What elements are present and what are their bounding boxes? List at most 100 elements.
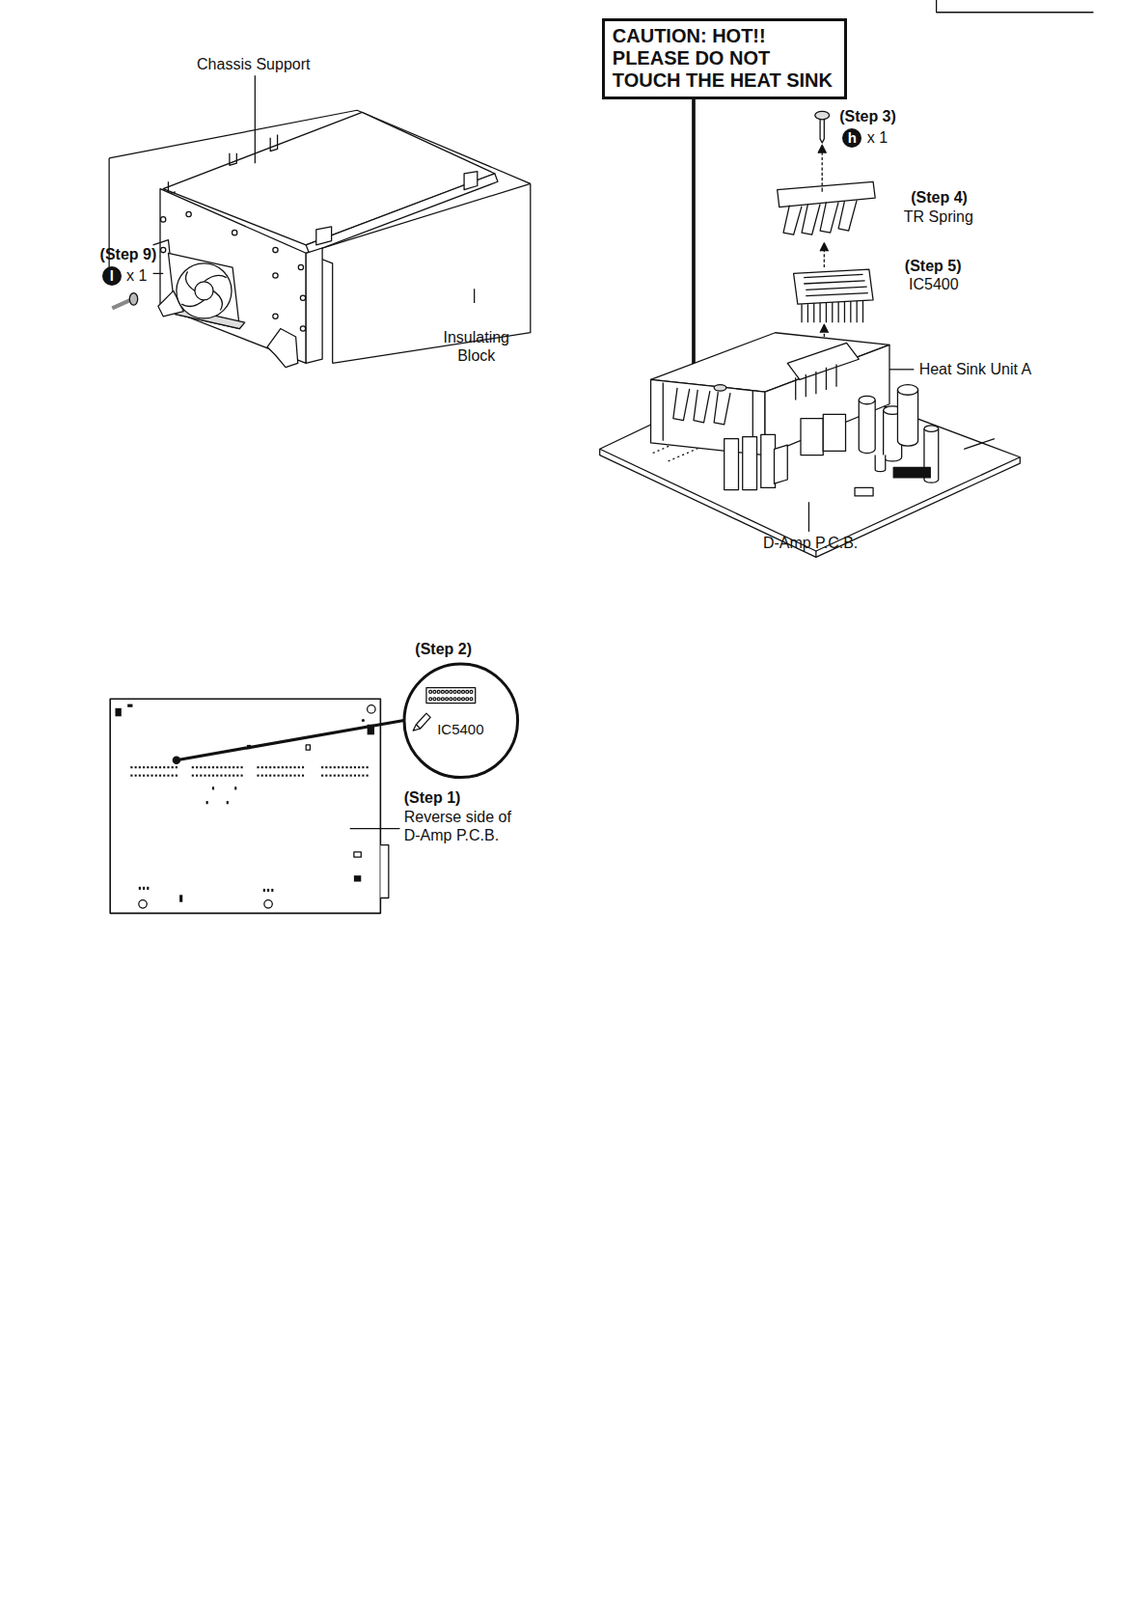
pcb-reverse-part-part bbox=[203, 765, 206, 768]
screw-symbol: l bbox=[102, 266, 122, 286]
pcb-reverse-part-part bbox=[199, 774, 202, 777]
pcb-reverse bbox=[109, 698, 405, 913]
chassis-illustration-part bbox=[167, 252, 240, 329]
pcb-reverse-part-part bbox=[191, 774, 194, 777]
screw-step3 bbox=[815, 110, 830, 186]
ic5400-part bbox=[793, 269, 874, 304]
pcb-reverse-part-part bbox=[256, 765, 259, 768]
ic5400-pin-icon-part-part bbox=[457, 697, 461, 701]
pcb-reverse-part-part bbox=[163, 765, 165, 768]
pcb-reverse-part-part bbox=[269, 774, 272, 777]
chassis-illustration-part-part bbox=[300, 295, 305, 301]
pcb-reverse-part-part bbox=[212, 765, 215, 768]
pcb-reverse-part-part bbox=[361, 774, 364, 777]
quantity: x 1 bbox=[867, 128, 888, 147]
pcb-reverse-part-part bbox=[271, 888, 274, 892]
pcb-reverse-part-part bbox=[357, 765, 360, 768]
step-label: (Step 9) bbox=[100, 245, 158, 264]
tr-spring-part bbox=[801, 204, 821, 236]
pcb-reverse-part-part bbox=[146, 765, 149, 768]
tr-spring-part bbox=[783, 205, 802, 236]
pcb-reverse-part-part bbox=[325, 765, 328, 768]
pcb-reverse-part-part bbox=[219, 774, 222, 777]
pcb-reverse-part bbox=[350, 827, 401, 829]
pcb-reverse-part-part bbox=[361, 765, 364, 768]
d-amp-board-part bbox=[858, 400, 875, 454]
d-amp-board-part bbox=[600, 448, 1021, 557]
d-amp-board-part bbox=[787, 342, 859, 380]
screw-step3-part bbox=[821, 148, 823, 186]
part-name: TR Spring bbox=[903, 207, 974, 226]
pcb-reverse-part-part bbox=[159, 765, 162, 768]
pcb-reverse-part bbox=[130, 765, 368, 777]
pcb-reverse-part-part bbox=[224, 765, 227, 768]
step-label: (Step 3) bbox=[839, 107, 897, 126]
pcb-reverse-part-part bbox=[234, 786, 237, 790]
pcb-reverse-part-part bbox=[199, 765, 202, 768]
d-amp-board-part bbox=[822, 413, 846, 451]
pcb-reverse-part-part bbox=[146, 774, 149, 777]
part-name: Heat Sink Unit A bbox=[919, 359, 1033, 379]
screw-part bbox=[111, 300, 131, 308]
ic5400 bbox=[793, 269, 874, 323]
pcb-reverse-part-part bbox=[289, 774, 292, 777]
pcb-reverse-part-part bbox=[166, 765, 169, 768]
pcb-reverse-part-part bbox=[150, 774, 153, 777]
pcb-reverse-part-part bbox=[142, 765, 145, 768]
pcb-reverse-part-part bbox=[285, 765, 288, 768]
pcb-reverse-part-part bbox=[232, 774, 235, 777]
pcb-reverse-part-part bbox=[321, 765, 324, 768]
ic5400-pin-icon-part-part bbox=[469, 697, 473, 701]
ic5400-pin-icon-part-part bbox=[445, 697, 449, 701]
pcb-reverse-part-part bbox=[261, 774, 264, 777]
pcb-reverse-part-part bbox=[241, 774, 244, 777]
chassis-illustration-part bbox=[464, 171, 478, 191]
pcb-reverse-part-part bbox=[212, 774, 215, 777]
pcb-reverse-part-part bbox=[142, 774, 145, 777]
chassis-illustration-part bbox=[254, 75, 256, 164]
pcb-reverse-part-part bbox=[195, 774, 198, 777]
pcb-reverse-part-part bbox=[345, 774, 348, 777]
pcb-reverse-part-part bbox=[301, 774, 304, 777]
chassis-illustration-part-part bbox=[273, 273, 278, 278]
pcb-reverse-part-part bbox=[138, 765, 141, 768]
d-amp-board-part bbox=[808, 501, 810, 532]
page-tab-part bbox=[936, 0, 1094, 13]
pcb-reverse-part-part bbox=[224, 774, 227, 777]
pcb-reverse-part-part bbox=[228, 774, 231, 777]
pcb-reverse-part-part bbox=[155, 774, 158, 777]
pcb-reverse-part-part bbox=[366, 774, 369, 777]
pcb-reverse-part-part bbox=[203, 774, 206, 777]
chassis-illustration-part bbox=[167, 181, 175, 194]
d-amp-board-part bbox=[889, 368, 914, 370]
pcb-reverse-part-part bbox=[354, 851, 361, 857]
chassis-illustration-part-part bbox=[273, 246, 278, 252]
pcb-reverse-part-part bbox=[294, 774, 297, 777]
pcb-reverse-part-part bbox=[216, 774, 219, 777]
pcb-reverse-part-part bbox=[236, 765, 239, 768]
ic5400-pin-icon-part-part bbox=[453, 689, 457, 693]
ic5400-pin-icon-part-part bbox=[449, 697, 453, 701]
d-amp-board-part bbox=[742, 437, 758, 491]
part-name: IC5400 bbox=[402, 720, 520, 739]
pcb-reverse-part-part bbox=[289, 765, 292, 768]
screw bbox=[111, 293, 137, 309]
ic5400-pin-icon-part bbox=[429, 689, 473, 700]
pcb-reverse-part-part bbox=[175, 765, 178, 768]
pcb-reverse-part-part bbox=[130, 765, 133, 768]
caution-pointer bbox=[692, 95, 694, 374]
ic5400-part bbox=[803, 273, 869, 296]
caution-box: CAUTION: HOT!! PLEASE DO NOT TOUCH THE H… bbox=[601, 18, 848, 100]
screw-step3-part bbox=[820, 119, 824, 143]
chassis-illustration-part bbox=[161, 211, 306, 331]
d-amp-board-part bbox=[774, 444, 789, 484]
chassis-illustration-part bbox=[153, 273, 165, 274]
pcb-reverse-part-part bbox=[163, 774, 165, 777]
chassis-illustration-part-part bbox=[300, 326, 305, 331]
pcb-reverse-part-part bbox=[159, 774, 162, 777]
pcb-reverse-part-part bbox=[256, 774, 259, 777]
pcb-reverse-part-part bbox=[228, 765, 231, 768]
part-name: Reverse side of D-Amp P.C.B. bbox=[404, 807, 527, 845]
pcb-reverse-part-part bbox=[333, 774, 336, 777]
ic5400-pin-icon-part-part bbox=[429, 697, 433, 701]
